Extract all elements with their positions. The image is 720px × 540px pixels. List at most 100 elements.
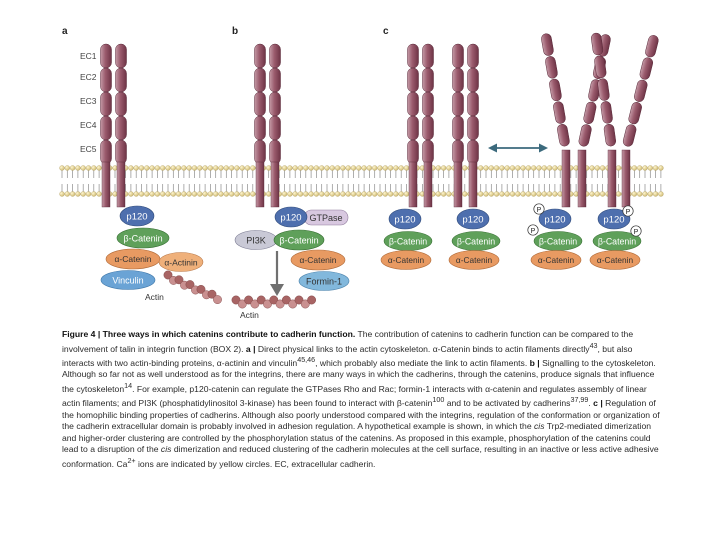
lipid-head — [483, 191, 489, 197]
cadherin-domain — [269, 139, 281, 165]
vinculin-a-label: Vinculin — [112, 276, 143, 286]
lipid-head — [631, 165, 638, 171]
caption-ref-14: 14 — [124, 381, 133, 390]
lipid-head — [462, 191, 468, 197]
lipid-head — [281, 191, 288, 197]
actin-monomer — [185, 280, 195, 289]
lipid-head — [372, 191, 378, 197]
lipid-head — [149, 191, 155, 197]
actin-monomer — [237, 299, 247, 309]
lipid-head — [313, 191, 320, 197]
cadherin-domain — [422, 67, 434, 93]
lipid-head — [350, 165, 357, 171]
lipid-head — [154, 165, 161, 171]
alpha-actinin-a — [158, 252, 204, 272]
cadherin-domain — [115, 115, 127, 141]
lipid-head — [552, 165, 558, 171]
lipid-head — [319, 165, 325, 171]
panel-b-complex: GTPase p120 PI3K β-Catenin α-Catenin For… — [231, 206, 350, 320]
lipid-head — [552, 191, 558, 197]
beta-catenin-a-label: β-Catenin — [123, 234, 162, 244]
lipid-head — [218, 165, 224, 171]
lipid-head — [642, 165, 648, 171]
actin-monomer — [196, 284, 206, 294]
phospho-label: P — [537, 207, 542, 214]
beta-catenin-c-label: β-Catenin — [598, 237, 636, 247]
lipid-head — [128, 191, 134, 197]
lipid-head — [228, 165, 235, 171]
cadherin-tilted-strand — [591, 32, 616, 147]
lipid-head — [340, 165, 346, 171]
lipid-head — [589, 165, 595, 171]
cadherin-domain — [254, 115, 266, 141]
lipid-head — [599, 165, 606, 171]
cadherin-domain — [583, 101, 597, 124]
p120-c-label: p120 — [544, 215, 565, 226]
cadherin-transmembrane — [577, 149, 587, 208]
cadherin-domain — [639, 57, 654, 80]
lipid-head — [435, 165, 441, 171]
cadherin-domain — [407, 67, 419, 93]
caption-intro: The contribution of catenins to cadherin… — [62, 329, 634, 354]
lipid-head — [96, 165, 102, 171]
diagram-figure: a b c EC1 EC2 EC3 EC4 EC5 p120 β-Catenin… — [59, 26, 664, 320]
cadherin-domain — [634, 79, 648, 102]
alpha-catenin-c-label: α-Catenin — [597, 255, 634, 265]
lipid-head — [382, 191, 388, 197]
cadherin-domain — [115, 67, 127, 93]
lipid-head — [435, 191, 441, 197]
lipid-head — [440, 165, 447, 171]
cadherin-domain — [407, 139, 419, 165]
lipid-head — [223, 165, 229, 171]
lipid-head — [541, 165, 547, 171]
lipid-head — [615, 165, 622, 171]
lipid-head — [334, 165, 341, 171]
lipid-head — [637, 165, 643, 171]
lipid-head — [319, 191, 325, 197]
cadherin-domain — [269, 115, 281, 141]
panel-letter-a: a — [62, 26, 68, 37]
lipid-head — [297, 191, 304, 197]
cadherin-domain — [545, 56, 558, 79]
cadherin-transmembrane — [408, 161, 418, 208]
lipid-head — [599, 191, 606, 197]
lipid-head — [287, 165, 293, 171]
ec-label-1: EC1 — [80, 51, 97, 61]
ec-label-2: EC2 — [80, 72, 97, 82]
actin-monomer — [244, 295, 254, 305]
cadherin-domain — [269, 67, 281, 93]
lipid-head — [536, 191, 542, 197]
lipid-head — [345, 191, 351, 197]
caption-b-text3: and to be activated by cadherins — [444, 398, 571, 409]
lipid-head — [499, 165, 505, 171]
equilibrium-arrow — [488, 143, 548, 153]
lipid-head — [69, 191, 76, 197]
lipid-head — [642, 191, 648, 197]
lipid-head — [80, 191, 86, 197]
lipid-head — [287, 191, 293, 197]
cadherin-domain — [100, 43, 112, 69]
alpha-catenin-c — [380, 250, 432, 270]
lipid-head — [197, 191, 203, 197]
lipid-head — [509, 165, 516, 171]
lipid-head — [144, 165, 150, 171]
lipid-head — [488, 191, 494, 197]
caption-title: Three ways in which catenins contribute … — [102, 329, 356, 339]
caption-cis: cis — [533, 421, 545, 432]
cadherin-transmembrane — [453, 161, 463, 208]
lipid-head — [234, 165, 240, 171]
cadherin-domain — [467, 43, 479, 69]
alpha-actinin-a-label: α-Actinin — [164, 258, 198, 268]
lipid-head — [75, 165, 81, 171]
actin-monomer — [281, 295, 291, 305]
actin-monomer — [269, 295, 279, 305]
lipid-head — [160, 191, 166, 197]
lipid-head — [213, 165, 219, 171]
lipid-head — [356, 191, 362, 197]
lipid-head — [80, 165, 86, 171]
actin-monomer — [275, 299, 285, 309]
cadherin-domain — [628, 102, 642, 125]
lipid-head — [462, 165, 468, 171]
lipid-head — [138, 191, 145, 197]
lipid-head — [223, 191, 229, 197]
